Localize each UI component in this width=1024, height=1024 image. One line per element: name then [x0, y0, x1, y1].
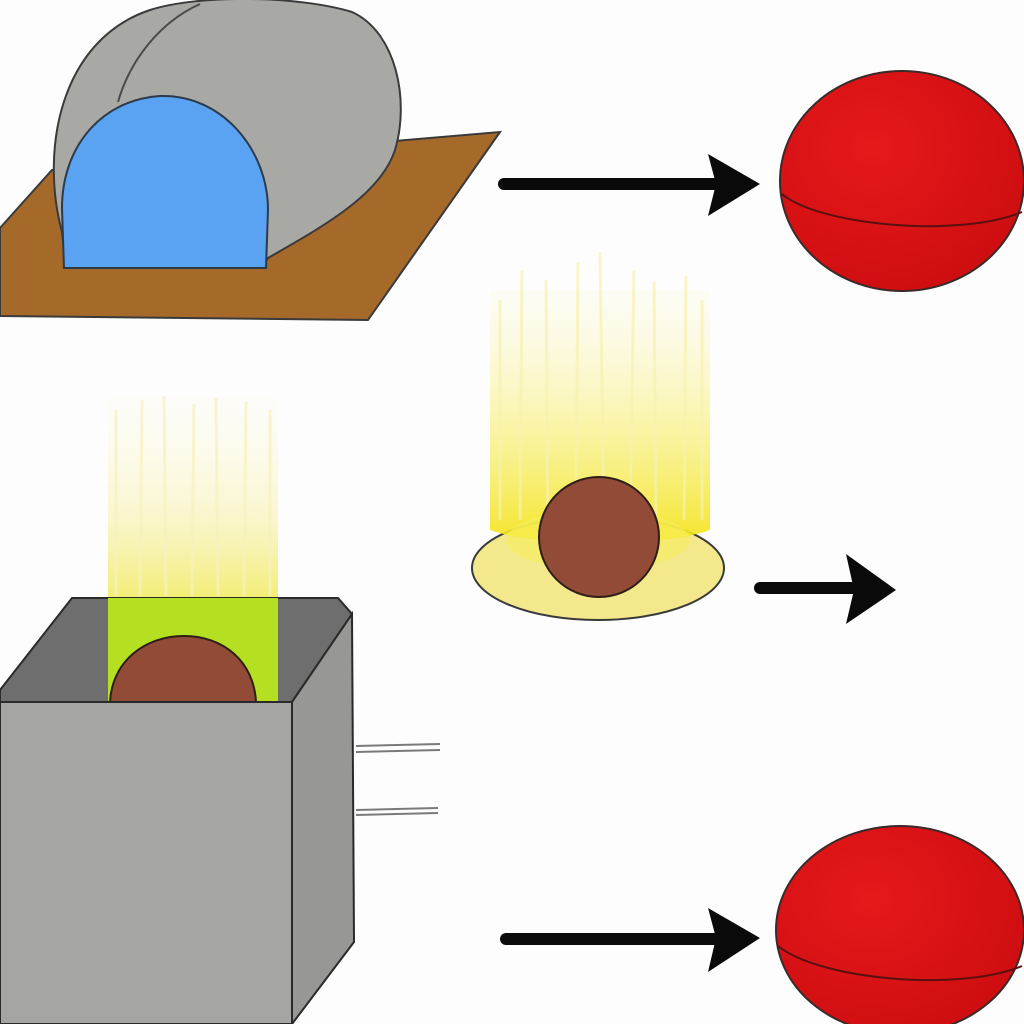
- gray-dome-with-blue-arch-on-brown-mat: [0, 0, 503, 322]
- right-arrow-icon: [754, 554, 896, 624]
- gray-dome-ridge: [117, 3, 201, 103]
- light-streaks: [498, 251, 704, 521]
- box-wires: [355, 743, 441, 816]
- red-sphere-icon: [775, 825, 1024, 1024]
- gray-box-with-glowing-ball-icon: [0, 395, 441, 1024]
- box-front: [0, 701, 293, 1024]
- box-ball: [108, 634, 258, 703]
- brown-ball-in-yellow-light-icon: [471, 251, 725, 621]
- box-side: [291, 610, 356, 1024]
- brown-ball: [538, 476, 660, 598]
- blue-arch: [60, 94, 270, 269]
- red-sphere-icon: [779, 70, 1024, 292]
- right-arrow-icon: [498, 154, 760, 216]
- right-arrow-icon: [500, 908, 760, 972]
- box-light-streaks: [114, 395, 272, 597]
